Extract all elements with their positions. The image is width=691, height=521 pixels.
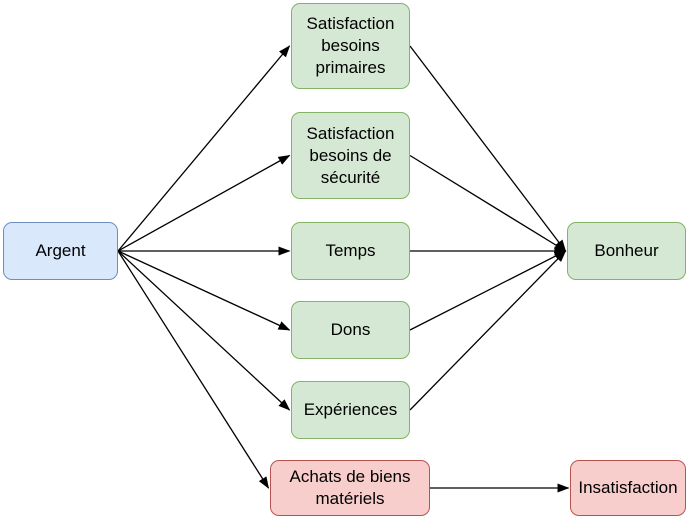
node-satisfaction-besoins-securite-label: Satisfaction besoins de sécurité bbox=[306, 123, 395, 187]
edge-besoins-primaires-to-bonheur bbox=[409, 45, 567, 252]
edge-argent-to-achats-biens-materiels bbox=[117, 250, 270, 489]
node-temps-label: Temps bbox=[325, 241, 376, 260]
node-experiences-label: Expériences bbox=[303, 400, 398, 419]
node-experiences: Expériences bbox=[291, 381, 410, 439]
edge-besoins-securite-to-bonheur bbox=[409, 154, 567, 252]
node-insatisfaction-label: Insatisfaction bbox=[578, 478, 678, 497]
node-satisfaction-besoins-primaires: Satisfaction besoins primaires bbox=[291, 3, 410, 89]
node-bonheur-label: Bonheur bbox=[594, 241, 659, 260]
edge-dons-to-bonheur bbox=[409, 250, 567, 331]
node-achats-biens-materiels: Achats de biens matériels bbox=[270, 460, 430, 516]
node-insatisfaction: Insatisfaction bbox=[570, 460, 686, 516]
node-bonheur: Bonheur bbox=[567, 222, 686, 280]
node-achats-biens-materiels-label: Achats de biens matériels bbox=[289, 467, 411, 508]
node-argent: Argent bbox=[3, 222, 118, 280]
edge-argent-to-dons bbox=[117, 250, 291, 331]
edge-argent-to-besoins-primaires bbox=[117, 45, 291, 252]
node-argent-label: Argent bbox=[35, 241, 86, 260]
edge-argent-to-besoins-securite bbox=[117, 154, 291, 252]
node-satisfaction-besoins-primaires-label: Satisfaction besoins primaires bbox=[306, 14, 395, 77]
edge-experiences-to-bonheur bbox=[409, 250, 567, 411]
node-temps: Temps bbox=[291, 222, 410, 280]
node-dons: Dons bbox=[291, 301, 410, 359]
edge-argent-to-experiences bbox=[117, 250, 291, 411]
node-satisfaction-besoins-securite: Satisfaction besoins de sécurité bbox=[291, 112, 410, 199]
node-dons-label: Dons bbox=[330, 320, 371, 339]
